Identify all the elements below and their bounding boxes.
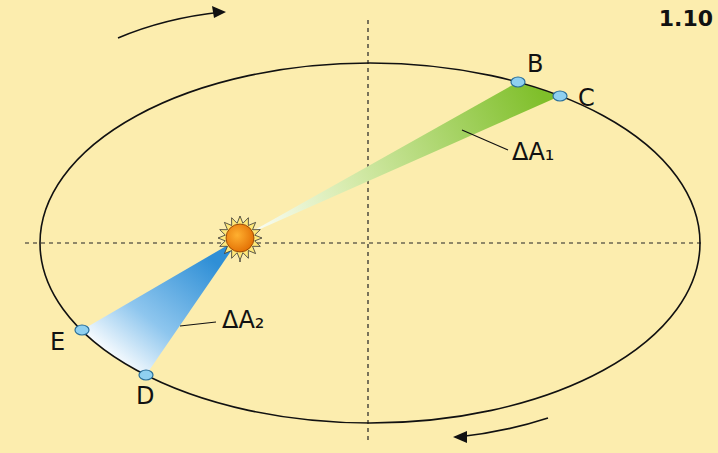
axis-line xyxy=(25,242,702,243)
point-label: E xyxy=(50,330,65,354)
sun-symbol xyxy=(218,216,262,260)
leader-line xyxy=(462,130,508,150)
planet-dot xyxy=(511,77,525,87)
planet-dot xyxy=(75,325,89,335)
axis-line xyxy=(367,20,368,440)
area-sector xyxy=(240,82,560,238)
orbit-ellipse xyxy=(40,63,700,423)
sun-rays xyxy=(218,216,262,260)
point-label: D xyxy=(136,384,154,408)
leader-line xyxy=(180,322,216,326)
area-label: ΔA₁ xyxy=(512,140,554,164)
arrow-head xyxy=(453,431,467,443)
figure-number: 1.10 xyxy=(659,8,713,30)
sun-disc xyxy=(226,224,254,252)
planet-dot xyxy=(553,91,567,101)
area-label: ΔA₂ xyxy=(222,308,264,332)
direction-arrow xyxy=(118,12,222,38)
point-label: C xyxy=(578,86,595,110)
point-label: B xyxy=(527,52,543,76)
arrow-head xyxy=(212,6,226,18)
direction-arrow xyxy=(458,418,548,437)
area-sector xyxy=(82,238,240,375)
planet-dot xyxy=(139,370,153,380)
